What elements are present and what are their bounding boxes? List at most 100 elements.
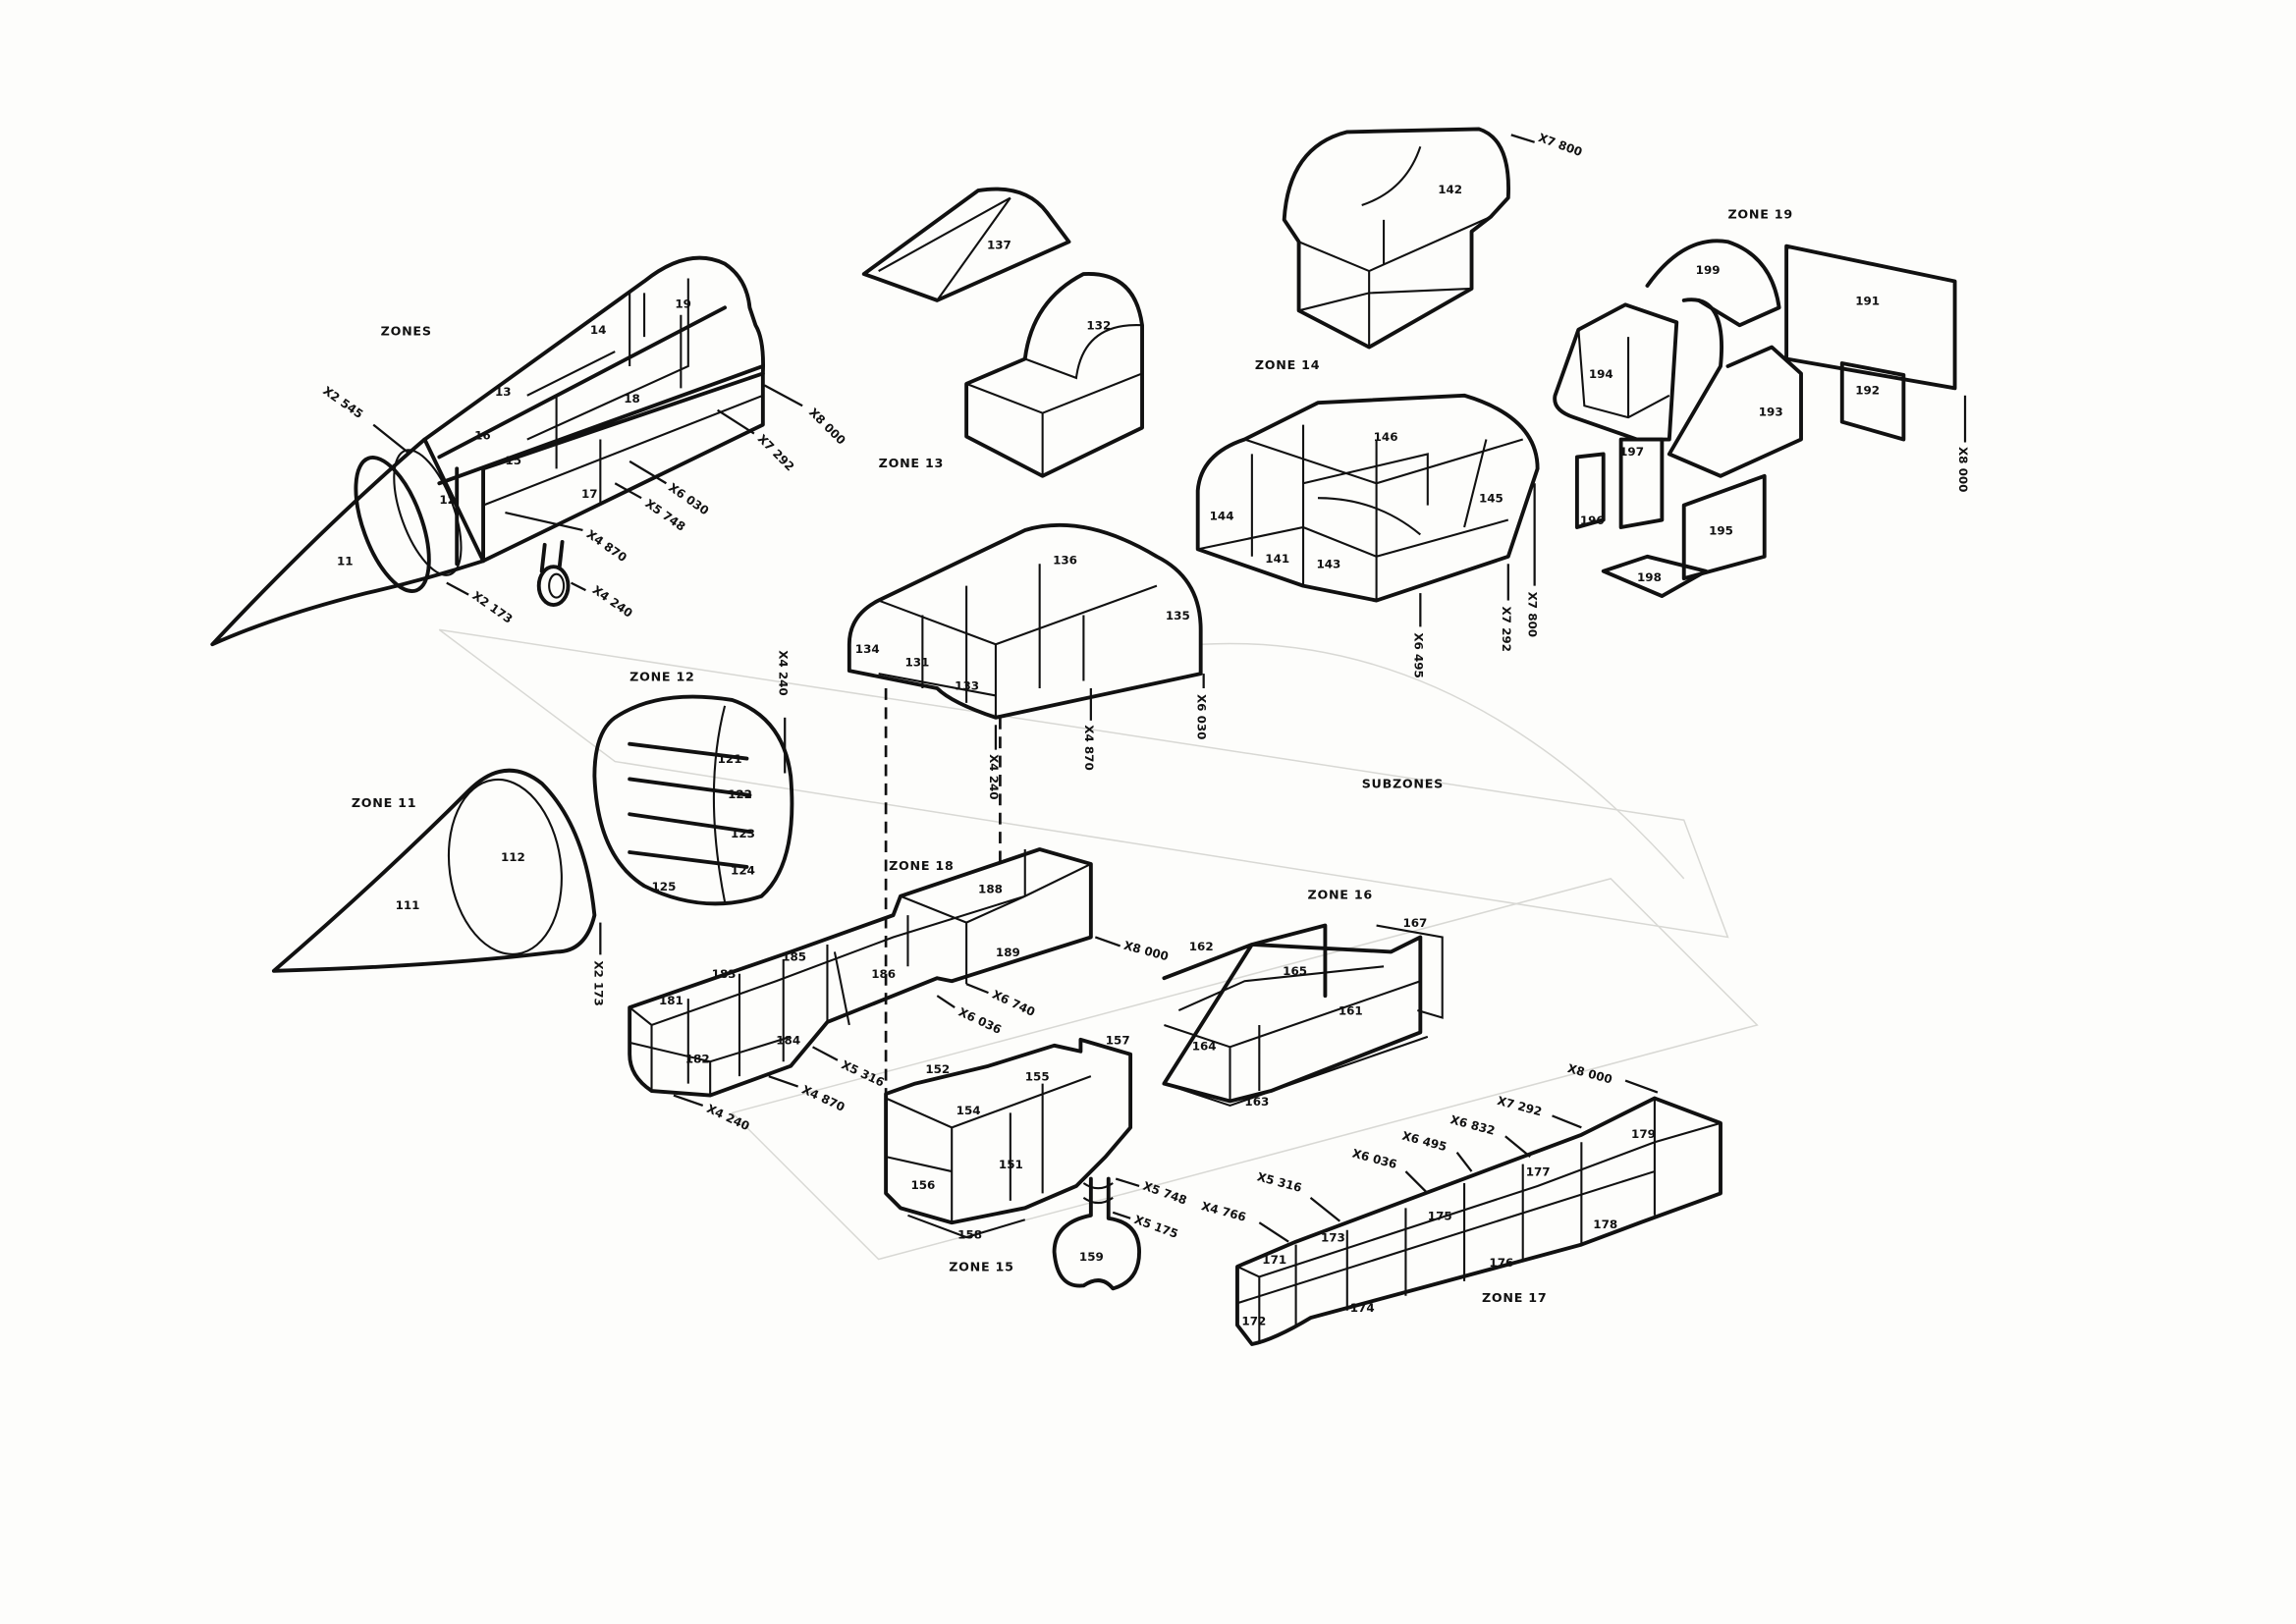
subzone-label: 152 xyxy=(925,1062,950,1076)
subzone-label: 178 xyxy=(1593,1218,1617,1231)
zone-label: 14 xyxy=(590,323,607,337)
subzone-label: 197 xyxy=(1619,445,1644,459)
subzone-label: 134 xyxy=(855,642,880,656)
station-label: X4 870 xyxy=(584,527,629,565)
subzone-label: 191 xyxy=(1855,294,1880,307)
station-label: X6 030 xyxy=(1195,694,1209,739)
station-label: X6 495 xyxy=(1411,632,1425,677)
subzone-195 xyxy=(1681,473,1767,581)
subzone-label: 176 xyxy=(1489,1256,1513,1270)
zone-17-title: ZONE 17 xyxy=(1482,1290,1547,1305)
subzones-heading: SUBZONES xyxy=(1362,776,1444,790)
zone-14-module xyxy=(1195,393,1540,603)
station-label: X2 173 xyxy=(469,589,515,626)
subzone-137-canopy xyxy=(861,187,1071,302)
station-label: X7 800 xyxy=(1526,592,1540,637)
subzone-label: 156 xyxy=(910,1178,935,1192)
subzone-label: 196 xyxy=(1580,514,1605,527)
zone-label: 16 xyxy=(474,429,491,443)
station-label: X7 292 xyxy=(1496,1094,1544,1119)
station-label: X6 740 xyxy=(990,988,1037,1019)
subzone-label: 181 xyxy=(659,994,683,1007)
station-label: X5 316 xyxy=(1256,1169,1304,1195)
subzone-label: 163 xyxy=(1244,1095,1269,1109)
zone-13-module xyxy=(847,522,1203,720)
station-label: X6 832 xyxy=(1449,1112,1497,1138)
subzone-label: 177 xyxy=(1526,1165,1551,1179)
zone-12-group: ZONE 12 121 122 123 124 125 X4 240 xyxy=(592,650,794,906)
zone-label: 18 xyxy=(624,392,640,406)
subzone-label: 192 xyxy=(1855,383,1880,397)
zone-16-title: ZONE 16 xyxy=(1308,888,1373,902)
subzone-label: 121 xyxy=(718,752,742,766)
subzone-194 xyxy=(1553,302,1679,442)
subzone-label: 146 xyxy=(1374,430,1398,444)
subzone-label: 151 xyxy=(999,1158,1023,1171)
station-label: X2 173 xyxy=(591,960,605,1005)
station-label: X8 000 xyxy=(1956,447,1970,492)
subzone-label: 164 xyxy=(1192,1039,1217,1053)
zone-11-title: ZONE 11 xyxy=(352,795,416,810)
station-label: X4 870 xyxy=(1082,725,1096,770)
zone-label: 19 xyxy=(675,297,691,310)
zone-14-group: ZONE 14 141 142 143 144 145 146 X7 800 X… xyxy=(1195,127,1584,678)
subzone-label: 199 xyxy=(1696,263,1721,277)
zone-19-title: ZONE 19 xyxy=(1727,206,1792,221)
subzone-label: 179 xyxy=(1631,1127,1656,1141)
station-label: X7 292 xyxy=(755,432,797,474)
subzone-label: 182 xyxy=(685,1053,710,1066)
station-label: X7 292 xyxy=(1500,607,1513,652)
zone-label: 17 xyxy=(581,487,598,501)
subzone-label: 136 xyxy=(1053,553,1077,567)
station-label: X8 000 xyxy=(806,406,848,448)
subzone-label: 123 xyxy=(731,827,755,840)
subzone-label: 142 xyxy=(1438,183,1462,196)
subzone-label: 112 xyxy=(501,850,525,864)
station-label: X4 766 xyxy=(1200,1199,1248,1224)
zone-15-structure xyxy=(884,1037,1133,1225)
subzone-label: 135 xyxy=(1166,609,1190,623)
subzone-label: 195 xyxy=(1709,523,1733,537)
subzone-label: 167 xyxy=(1402,916,1427,930)
subzone-label: 141 xyxy=(1265,552,1289,566)
subzone-192-panel xyxy=(1839,361,1906,442)
station-label: X4 240 xyxy=(987,754,1001,799)
station-label: X4 870 xyxy=(799,1083,847,1114)
station-label: X7 800 xyxy=(1537,131,1584,159)
subzone-label: 124 xyxy=(731,863,755,877)
fuselage-outline xyxy=(210,255,765,647)
subzone-label: 111 xyxy=(396,898,420,912)
subzone-label: 183 xyxy=(712,967,737,981)
zone-15-title: ZONE 15 xyxy=(949,1259,1013,1273)
zone-18-title: ZONE 18 xyxy=(889,858,954,873)
station-label: X5 175 xyxy=(1132,1213,1179,1241)
zones-heading: ZONES xyxy=(381,324,432,339)
subzone-label: 132 xyxy=(1086,319,1111,333)
subzone-label: 143 xyxy=(1316,558,1340,571)
station-label: X4 240 xyxy=(590,583,635,621)
zone-17-structure xyxy=(1235,1096,1722,1346)
subzone-label: 175 xyxy=(1428,1209,1452,1222)
subzone-label: 188 xyxy=(978,883,1003,896)
subzone-label: 194 xyxy=(1589,367,1613,381)
station-label: X6 036 xyxy=(957,1005,1004,1037)
subzone-label: 154 xyxy=(957,1104,981,1117)
subzone-label: 172 xyxy=(1241,1315,1266,1328)
subzone-159-sphere xyxy=(1052,1176,1141,1291)
subzone-193 xyxy=(1667,298,1803,478)
zone-12-frame xyxy=(592,694,794,906)
subzone-label: 189 xyxy=(996,946,1020,959)
zone-16-group: ZONE 16 161 162 163 164 165 167 xyxy=(1162,888,1444,1109)
zone-18-structure xyxy=(628,847,1093,1098)
zone-label: 13 xyxy=(495,385,512,399)
subzone-label: 161 xyxy=(1339,1004,1363,1018)
subzone-196 xyxy=(1574,452,1606,529)
subzone-label: 185 xyxy=(782,949,806,963)
subzone-label: 165 xyxy=(1283,964,1307,978)
subzone-label: 133 xyxy=(955,678,979,692)
subzone-142-box xyxy=(1282,127,1510,350)
zone-19-group: ZONE 19 199 191 192 193 194 195 196 197 … xyxy=(1553,206,1970,599)
subzone-label: 171 xyxy=(1262,1253,1286,1267)
zone-label: 12 xyxy=(439,493,456,507)
station-label: X2 545 xyxy=(320,384,365,421)
